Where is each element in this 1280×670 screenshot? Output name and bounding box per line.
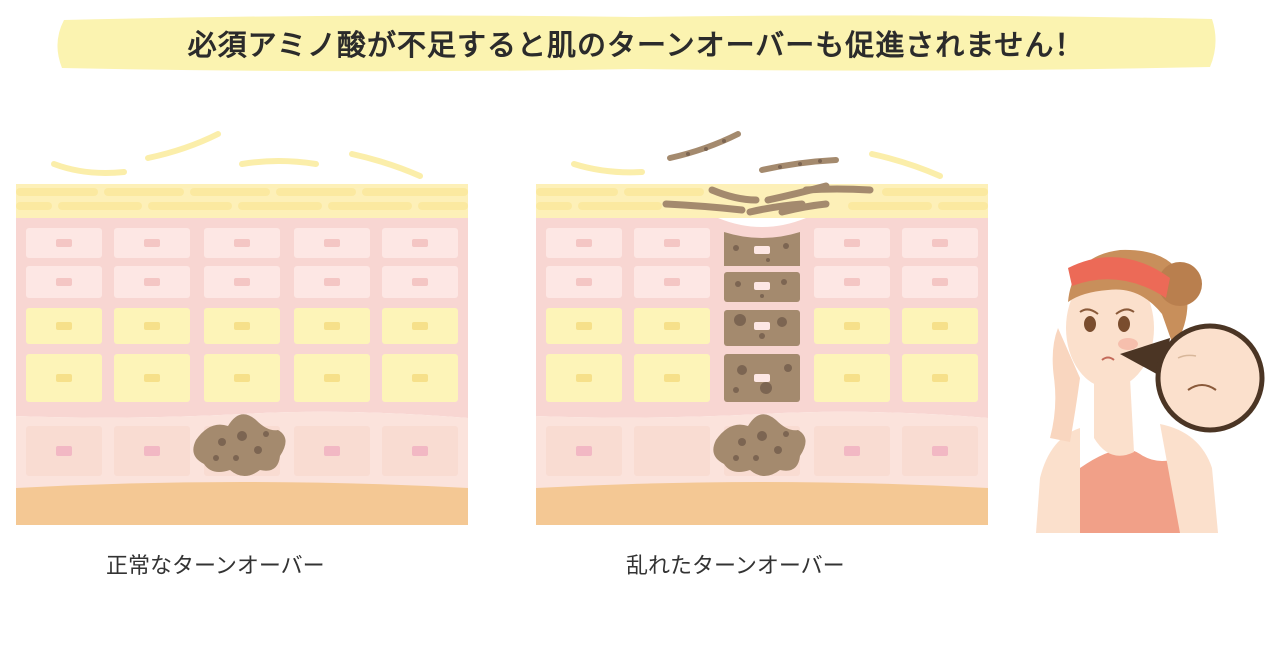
worried-eyes	[1079, 308, 1135, 332]
top-garment	[1066, 449, 1192, 533]
basal-nuclei	[56, 446, 428, 456]
dermis	[536, 482, 988, 525]
nuclei	[56, 239, 428, 286]
headband	[1068, 257, 1170, 298]
pigmented-nuclei	[754, 246, 770, 382]
flake	[145, 131, 221, 161]
normal-turnover-caption: 正常なターンオーバー	[106, 554, 325, 579]
nuclei-yellow	[576, 322, 948, 382]
melanin-dots	[733, 431, 789, 461]
shedding-flakes	[51, 131, 423, 179]
hair-bun	[1158, 262, 1202, 306]
flake	[51, 161, 127, 176]
flake	[349, 151, 423, 179]
hand-on-cheek	[1050, 328, 1080, 442]
horny-cells	[16, 188, 468, 210]
flake	[239, 158, 319, 167]
shedding-flakes	[571, 131, 943, 179]
banner-brush-background	[57, 15, 1216, 72]
melanin-dots	[213, 431, 269, 461]
flake-dark	[667, 131, 741, 161]
right-shoulder	[1160, 424, 1218, 533]
worried-woman-icon	[1036, 249, 1265, 533]
flake	[869, 151, 943, 179]
nuclei-yellow	[56, 322, 428, 382]
thickened-dark-horny-layer	[662, 182, 874, 216]
flake-dark-dots	[686, 139, 822, 169]
blush	[1118, 338, 1138, 350]
magnified-skin-icon	[1155, 323, 1265, 433]
magnified-crease	[1177, 354, 1197, 359]
flake	[571, 161, 645, 176]
nuclei	[576, 239, 948, 286]
banner-title: 必須アミノ酸が不足すると肌のターンオーバーも促進されません！	[187, 28, 1085, 62]
neck	[1094, 378, 1134, 456]
horny-cells	[536, 188, 988, 210]
disrupted-turnover-diagram	[536, 131, 988, 525]
normal-turnover-diagram	[16, 131, 468, 525]
dermis	[16, 482, 468, 525]
title-banner: 必須アミノ酸が不足すると肌のターンオーバーも促進されません！	[52, 12, 1220, 74]
shoulder	[1036, 428, 1080, 533]
mouth	[1101, 356, 1115, 361]
magnified-wrinkle	[1187, 384, 1217, 391]
pigment-dots	[733, 243, 792, 394]
basal-nuclei	[576, 446, 948, 456]
disrupted-turnover-caption: 乱れたターンオーバー	[626, 554, 845, 579]
